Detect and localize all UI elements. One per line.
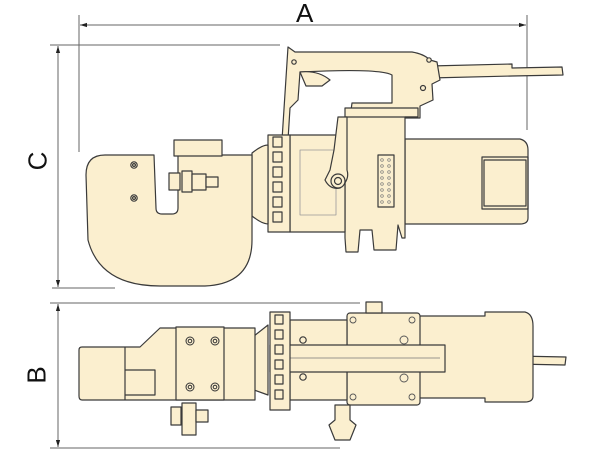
dimension-label-c: C — [22, 151, 53, 171]
dimension-label-a: A — [296, 0, 314, 28]
side-view — [85, 46, 564, 287]
top-view — [78, 301, 567, 441]
dimension-a — [78, 15, 528, 152]
dimension-label-b: B — [21, 366, 52, 384]
dimension-c — [50, 44, 280, 289]
dimension-b — [50, 302, 360, 449]
